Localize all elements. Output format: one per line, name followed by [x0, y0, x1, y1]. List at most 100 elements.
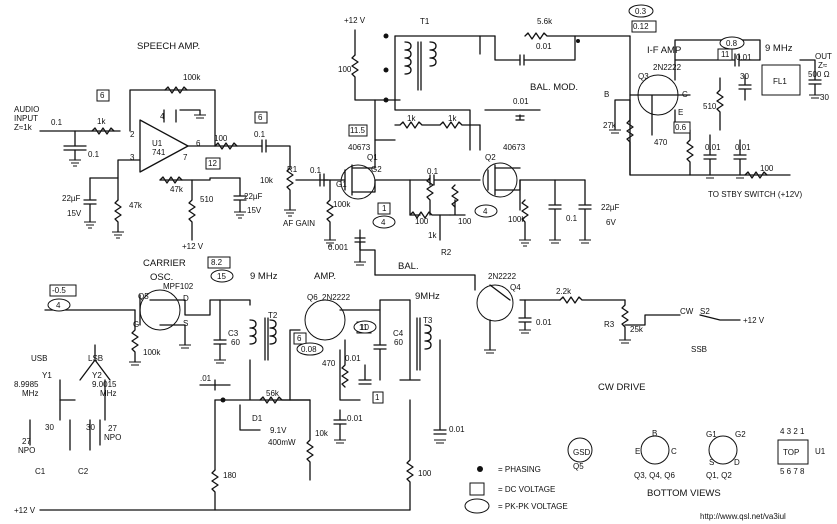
- pkpk-voltage: 0.8: [726, 39, 738, 48]
- dc-voltage: 11: [359, 323, 368, 332]
- value-label: 0.01: [536, 318, 552, 327]
- c3-name: C3: [228, 329, 239, 338]
- dc-voltage: 6: [297, 334, 302, 343]
- bal-mod-heading: BAL. MOD.: [530, 82, 578, 93]
- source-url: http://www.qsl.net/va3iul: [700, 512, 786, 521]
- legend-pkpk: = PK-PK VOLTAGE: [498, 502, 568, 511]
- legend-dc: = DC VOLTAGE: [498, 485, 555, 494]
- q5-name: Q5: [138, 292, 149, 301]
- q5-type: MPF102: [163, 282, 194, 291]
- value-label: 0.01: [345, 354, 361, 363]
- npo1-type: NPO: [18, 446, 35, 455]
- pinout-q5-pins: GSD: [573, 448, 591, 457]
- u1-name: U1: [152, 139, 163, 148]
- pinout-q12-label: Q1, Q2: [706, 471, 732, 480]
- value-label: 0.001: [328, 243, 349, 252]
- speech-amp-heading: SPEECH AMP.: [137, 41, 200, 52]
- value-label: 30: [45, 423, 54, 432]
- value-label: 100k: [143, 348, 161, 357]
- terminal-s: S: [183, 319, 188, 328]
- c4-name: C4: [393, 329, 404, 338]
- y1-name: Y1: [42, 371, 52, 380]
- pin-7: 7: [183, 153, 188, 162]
- value-label: 100: [760, 164, 774, 173]
- value-label: 0.1: [566, 214, 578, 223]
- carrier-heading: CARRIER: [143, 258, 186, 269]
- value-label: 30: [740, 72, 749, 81]
- y2-name: Y2: [92, 371, 102, 380]
- terminal-d: D: [183, 294, 189, 303]
- q6-type: 2N2222: [322, 293, 351, 302]
- amp-heading: AMP.: [314, 271, 336, 282]
- r3-label: R3: [604, 320, 615, 329]
- value-label: 0.1: [88, 150, 100, 159]
- value-label: 47k: [170, 185, 184, 194]
- value-label: 1k: [448, 114, 457, 123]
- value-label: 1k: [407, 114, 416, 123]
- pin-3: 3: [130, 153, 135, 162]
- value-label: 27k: [603, 121, 617, 130]
- y1-freq: 8.9985: [14, 380, 39, 389]
- terminal-usb: USB: [31, 354, 47, 363]
- t3-label: T3: [423, 316, 433, 325]
- terminal-b: B: [604, 90, 609, 99]
- pkpk-voltage: 4: [56, 301, 61, 310]
- supply-top: +12 V: [344, 16, 366, 25]
- d1-power: 400mW: [268, 438, 296, 447]
- value-label: 30: [86, 423, 95, 432]
- value-label: 0.01: [705, 143, 721, 152]
- pinout-c: C: [671, 447, 677, 456]
- npo1-value: 27: [22, 437, 31, 446]
- value-label: 0.1: [310, 166, 322, 175]
- value-label: 100: [214, 134, 228, 143]
- audio-input-line2: INPUT: [14, 114, 38, 123]
- af-gain-label: AF GAIN: [283, 219, 315, 228]
- value-label: 180: [223, 471, 237, 480]
- value-label: 100: [338, 65, 352, 74]
- pin-4: 4: [160, 112, 165, 121]
- value-label: 10k: [315, 429, 329, 438]
- r1-label: R1: [287, 165, 298, 174]
- pinout-s: S: [709, 458, 714, 467]
- d1-volt: 9.1V: [270, 426, 287, 435]
- fl1-label: FL1: [773, 77, 787, 86]
- y1-unit: MHz: [22, 389, 38, 398]
- npo2-value: 27: [108, 424, 117, 433]
- u1-type: 741: [152, 148, 166, 157]
- q1-name: Q1: [367, 153, 378, 162]
- q1-type: 40673: [348, 143, 371, 152]
- value-label: 22µF: [601, 203, 620, 212]
- pin-6: 6: [196, 139, 201, 148]
- value-label: 100: [458, 217, 472, 226]
- pkpk-voltage: 10: [360, 323, 369, 332]
- c2-label: C2: [78, 467, 89, 476]
- d1-name: D1: [252, 414, 263, 423]
- value-label: 100: [415, 217, 429, 226]
- value-label: 30: [820, 93, 829, 102]
- pinout-g1: G1: [706, 430, 717, 439]
- value-label: .01: [200, 374, 212, 383]
- pinout-u1-label: U1: [815, 447, 826, 456]
- bal-heading: BAL.: [398, 261, 419, 272]
- out-line2: Z≈: [818, 61, 828, 70]
- y2-freq: 9.0015: [92, 380, 117, 389]
- value-label: 5.6k: [537, 17, 553, 26]
- value-label: 470: [322, 359, 336, 368]
- value-label: 10k: [260, 176, 274, 185]
- pinout-q5-label: Q5: [573, 462, 584, 471]
- out-line1: OUT: [815, 52, 832, 61]
- value-label: 25k: [630, 325, 644, 334]
- s2-label: S2: [700, 307, 710, 316]
- value-label: 1k: [428, 231, 437, 240]
- pkpk-voltage: 4: [381, 218, 386, 227]
- terminal-e: E: [678, 108, 683, 117]
- dc-voltage: 8.2: [211, 258, 223, 267]
- value-label: 100: [418, 469, 432, 478]
- to-stby-label: TO STBY SWITCH (+12V): [708, 190, 803, 199]
- pinout-u1-mid: TOP: [783, 448, 799, 457]
- dc-voltage: 0.6: [675, 123, 687, 132]
- amp-9mhz-freq: 9 MHz: [250, 271, 278, 282]
- value-label: 100k: [333, 200, 351, 209]
- value-label: 56k: [266, 389, 280, 398]
